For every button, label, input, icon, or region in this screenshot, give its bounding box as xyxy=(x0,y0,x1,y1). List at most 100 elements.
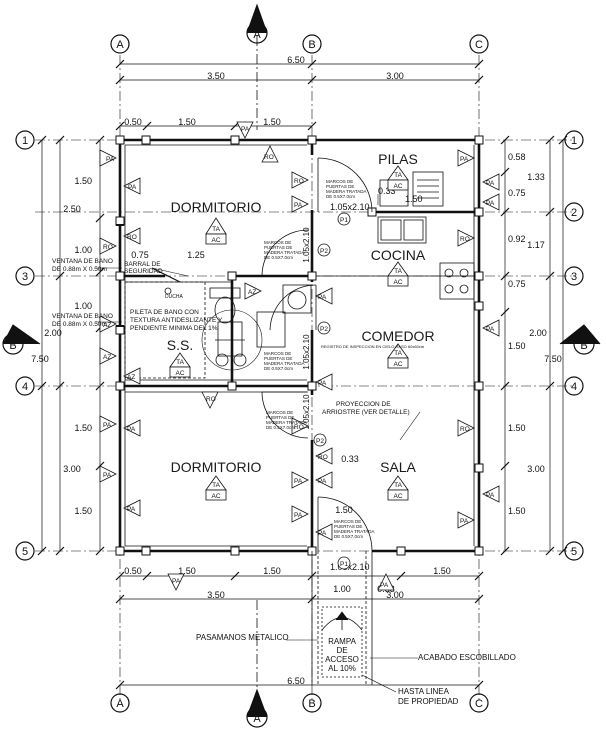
tag-ta: TA xyxy=(212,226,220,233)
grid-bubble-b-top: B xyxy=(302,34,322,54)
dim-left-inner: 1.00 xyxy=(74,245,92,255)
note-marcos-2: MARCOS DE xyxy=(264,240,291,245)
note-marcos-5: MADERA TRATADA xyxy=(334,529,375,534)
dim-ss-w2: 1.25 xyxy=(187,250,205,260)
section-label: B xyxy=(580,340,587,352)
dim-sala-w: 1.50 xyxy=(335,505,353,515)
note-proyeccion: ARRIOSTRE (VER DETALLE) xyxy=(322,409,410,416)
fixtures xyxy=(116,171,475,379)
grid-bubble-a-top: A xyxy=(110,34,130,54)
tag-p2: P2 xyxy=(320,248,328,255)
leader-lines xyxy=(96,194,421,693)
note-proyeccion: PROYECCION DE xyxy=(336,401,391,408)
dim-span-ab: 3.50 xyxy=(207,71,225,81)
finish-tag-comedor: TA AC xyxy=(387,343,409,369)
tag-ac: AC xyxy=(211,493,220,500)
tag-pa: PA xyxy=(127,426,136,433)
grid-bubble-5-left: 5 xyxy=(15,541,35,561)
note-barral: SEGURIDAD xyxy=(124,268,163,275)
grid-bubble-b-bottom: B xyxy=(302,693,322,713)
dim-door-entry: 1.05x2.10 xyxy=(330,562,370,572)
dim-pilas-h: 0.33 xyxy=(378,186,396,196)
note-pasamanos: PASAMANOS METALICO xyxy=(196,633,289,642)
note-marcos-1: MARCOS DE xyxy=(326,179,353,184)
finish-tag-cocina: TA AC xyxy=(387,261,409,287)
section-label: B xyxy=(9,340,16,352)
grid-bubble-1-left: 1 xyxy=(15,130,35,150)
dim-top-sub: 0.50 xyxy=(124,117,142,127)
dim-door-vertical: 1.05x2.10 xyxy=(302,394,311,430)
dim-left-outer: 2.50 xyxy=(63,204,81,214)
tag-az: AZ xyxy=(127,374,135,381)
stove-icon xyxy=(439,262,475,300)
shower-area xyxy=(124,281,206,379)
tag-ta: TA xyxy=(394,350,402,357)
tag-ta: TA xyxy=(212,482,220,489)
toilet-tank-icon xyxy=(209,287,241,299)
note-marcos-4: MADERA TRATADA xyxy=(266,420,307,425)
tag-ta: TA xyxy=(394,482,402,489)
dim-span-bc: 3.00 xyxy=(386,71,404,81)
room-pilas: PILAS xyxy=(378,151,418,167)
note-marcos-2: PUERTAS DE xyxy=(264,245,292,250)
tag-ro: RO xyxy=(294,178,304,185)
wheelchair-icon xyxy=(215,321,247,367)
dim-door-vertical: 1.05x2.10 xyxy=(302,227,311,263)
dim-span-bc-bottom: 3.00 xyxy=(386,590,404,600)
section-marker-b-right: B xyxy=(559,324,601,355)
section-marker-a-top: A xyxy=(246,3,268,130)
dim-right-inner: 1.50 xyxy=(508,506,526,516)
grid-label: C xyxy=(475,39,483,51)
tag-pa: PA xyxy=(128,184,137,191)
grid-label: B xyxy=(308,39,315,51)
tag-pa: PA xyxy=(294,512,303,519)
note-marcos-1: DE 0.5X7.0cm xyxy=(326,194,355,199)
dim-right-inner: 1.50 xyxy=(508,423,526,433)
finish-tag-sala: TA AC xyxy=(387,475,409,501)
tag-pa: PA xyxy=(486,326,495,333)
finish-tag-dormitorio-2: TA AC xyxy=(205,475,227,501)
dim-right-outer: 1.33 xyxy=(527,172,545,182)
dim-sala-d: 0.33 xyxy=(341,454,359,464)
note-marcos-3: MADERA TRATADA xyxy=(264,361,305,366)
grid-label: B xyxy=(308,698,315,710)
dim-bottom-sub: 1.50 xyxy=(433,566,451,576)
tag-pa: PA xyxy=(486,492,495,499)
note-pileta: PILETA DE BANO CON xyxy=(130,309,199,316)
grid-label: 3 xyxy=(22,271,28,283)
note-marcos-1: MADERA TRATADA xyxy=(326,189,367,194)
shower-icon xyxy=(164,287,172,295)
room-cocina: COCINA xyxy=(371,247,426,263)
dim-right-inner: 0.92 xyxy=(508,234,526,244)
note-marcos-4: MARCOS DE xyxy=(266,410,293,415)
grid-label: 4 xyxy=(22,381,28,393)
grid-bubble-4-left: 4 xyxy=(15,376,35,396)
room-dormitorio-1: DORMITORIO xyxy=(171,199,262,215)
tag-az: AZ xyxy=(248,289,256,296)
note-ducha: DUCHA xyxy=(165,294,183,300)
tag-pa: PA xyxy=(127,506,136,513)
tag-ta: TA xyxy=(394,268,402,275)
note-marcos-5: MARCOS DE xyxy=(334,519,361,524)
toilet-icon xyxy=(214,296,236,324)
dim-left-outer: 3.00 xyxy=(63,464,81,474)
tag-ac: AC xyxy=(393,361,402,368)
grid-bubble-1-right: 1 xyxy=(564,130,584,150)
grid-label: 1 xyxy=(22,135,28,147)
finish-tag-pilas: TA AC xyxy=(387,165,409,191)
section-label: A xyxy=(253,713,261,725)
room-dormitorio-2: DORMITORIO xyxy=(171,459,262,475)
tag-pa: PA xyxy=(318,294,327,301)
grid-label: C xyxy=(475,698,483,710)
dim-right-inner: 1.50 xyxy=(508,341,526,351)
dim-door: 1.05x2.10 xyxy=(330,202,370,212)
dim-bottom-door: 1.00 xyxy=(333,584,351,594)
note-registro: REGISTRO DE INSPECCION EN CIELO RASO 60x… xyxy=(321,344,425,349)
doors xyxy=(201,157,373,552)
grab-bar xyxy=(151,267,181,283)
dimension-ticks xyxy=(37,59,568,690)
tag-ro: RO xyxy=(460,236,470,243)
note-marcos-4: PUERTAS DE xyxy=(266,415,294,420)
dim-right-total: 7.50 xyxy=(544,354,562,364)
note-hasta: HASTA LINEA xyxy=(398,687,450,696)
